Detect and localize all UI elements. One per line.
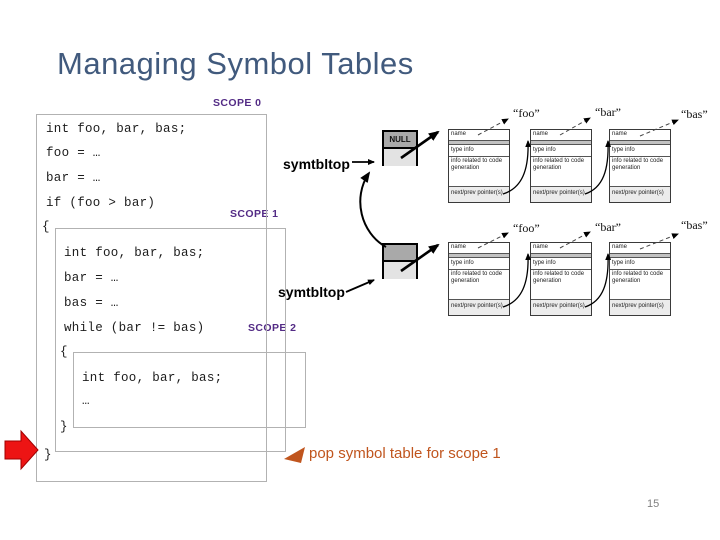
symbol-name-bar-row1: “bar”	[595, 105, 621, 119]
record-name-field: name	[610, 130, 670, 141]
record-name-field: name	[449, 243, 509, 254]
code-line: int foo, bar, bas;	[46, 122, 187, 136]
scope2-box	[73, 352, 306, 428]
record-divider	[610, 254, 670, 258]
record-codegen-field: info related to code generation	[533, 158, 585, 171]
record-nextprev-field: next/prev pointer(s)	[531, 186, 591, 202]
scope1-close-brace: }	[44, 448, 52, 462]
code-line: int foo, bar, bas;	[64, 246, 205, 260]
symbol-record-foo-row2: name type info info related to code gene…	[448, 242, 510, 316]
record-codegen-field: info related to code generation	[533, 271, 585, 284]
symbol-record-bas-row1: name type info info related to code gene…	[609, 129, 671, 203]
scope2-label: SCOPE 2	[248, 322, 297, 334]
symbol-record-bar-row1: name type info info related to code gene…	[530, 129, 592, 203]
record-divider	[531, 254, 591, 258]
scope0-box	[36, 114, 267, 482]
symbol-record-bar-row2: name type info info related to code gene…	[530, 242, 592, 316]
record-divider	[610, 141, 670, 145]
table-pointer-cell	[384, 149, 416, 166]
record-codegen-field: info related to code generation	[612, 158, 664, 171]
record-type-field: type info	[449, 145, 509, 157]
code-line: int foo, bar, bas;	[82, 371, 223, 385]
symtbltop-label-scope0: symtbltop	[283, 156, 350, 172]
record-nextprev-field: next/prev pointer(s)	[610, 186, 670, 202]
record-type-field: type info	[449, 258, 509, 270]
record-divider	[449, 254, 509, 258]
scope0-label: SCOPE 0	[213, 97, 262, 109]
code-line: {	[42, 220, 50, 234]
pop-note-text: pop symbol table for scope 1	[309, 445, 501, 462]
record-type-field: type info	[531, 145, 591, 157]
page-number: 15	[647, 498, 660, 510]
code-line: bar = …	[64, 271, 119, 285]
red-block-arrow-icon	[4, 429, 39, 471]
pop-note-arrow-icon	[284, 447, 305, 463]
record-codegen-field: info related to code generation	[612, 271, 664, 284]
table-pointer-cell	[384, 262, 416, 279]
symbol-name-foo-row1: “foo”	[513, 106, 540, 120]
record-name-field: name	[531, 130, 591, 141]
record-divider	[531, 141, 591, 145]
record-name-field: name	[449, 130, 509, 141]
code-line: {	[60, 345, 68, 359]
code-line: while (bar != bas)	[64, 321, 205, 335]
scope1-label: SCOPE 1	[230, 208, 279, 220]
record-nextprev-field: next/prev pointer(s)	[531, 299, 591, 315]
record-type-field: type info	[610, 258, 670, 270]
symbol-name-bas-row2: “bas”	[681, 218, 708, 232]
code-line: bas = …	[64, 296, 119, 310]
scope1-box	[55, 228, 286, 452]
code-line: foo = …	[46, 146, 101, 160]
null-cell: NULL	[384, 132, 416, 149]
record-type-field: type info	[610, 145, 670, 157]
record-name-field: name	[610, 243, 670, 254]
parent-pointer-cell	[384, 245, 416, 262]
scope2-close-brace: }	[60, 420, 68, 434]
symtbl-stack-node-scope0: NULL	[382, 130, 418, 166]
record-nextprev-field: next/prev pointer(s)	[449, 186, 509, 202]
symtbl-stack-node-scope1	[382, 243, 418, 279]
symbol-name-bar-row2: “bar”	[595, 220, 621, 234]
record-codegen-field: info related to code generation	[451, 271, 503, 284]
symtbltop-label-scope1: symtbltop	[278, 284, 345, 300]
code-line: bar = …	[46, 171, 101, 185]
code-line: if (foo > bar)	[46, 196, 156, 210]
parent-scope-pointer-arrow	[359, 171, 387, 248]
symbol-name-bas-row1: “bas”	[681, 107, 708, 121]
record-divider	[449, 141, 509, 145]
page-title: Managing Symbol Tables	[57, 46, 414, 81]
record-type-field: type info	[531, 258, 591, 270]
symbol-record-foo-row1: name type info info related to code gene…	[448, 129, 510, 203]
symbol-record-bas-row2: name type info info related to code gene…	[609, 242, 671, 316]
symtbltop-arrow-scope1	[345, 279, 375, 293]
record-nextprev-field: next/prev pointer(s)	[449, 299, 509, 315]
record-name-field: name	[531, 243, 591, 254]
symbol-name-foo-row2: “foo”	[513, 221, 540, 235]
code-line: …	[82, 394, 90, 408]
record-codegen-field: info related to code generation	[451, 158, 503, 171]
record-nextprev-field: next/prev pointer(s)	[610, 299, 670, 315]
